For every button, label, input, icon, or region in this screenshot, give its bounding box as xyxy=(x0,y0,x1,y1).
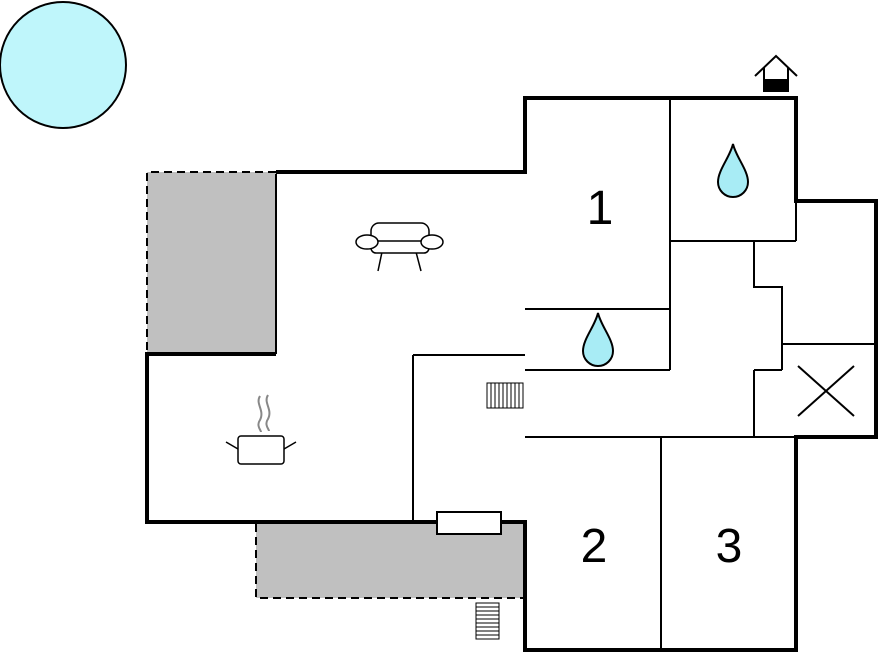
interior-walls xyxy=(275,99,876,648)
sofa-icon xyxy=(355,222,444,272)
water-drop-icon xyxy=(716,143,750,198)
terrace-upper-left-edge xyxy=(146,171,276,354)
stairs-icon xyxy=(486,382,524,409)
bedroom-1-number: 1 xyxy=(587,182,614,235)
cross-icon xyxy=(797,365,855,417)
exterior-walls xyxy=(145,96,878,652)
terrace-bottom xyxy=(256,524,525,598)
cooking-pot-icon xyxy=(225,394,297,465)
bedroom-2-number: 2 xyxy=(581,520,608,573)
water-drop-icon xyxy=(581,312,615,367)
house-entrance-icon xyxy=(754,54,798,92)
fireplace-icon xyxy=(436,511,502,535)
pool-icon xyxy=(0,1,127,129)
bedroom-3-number: 3 xyxy=(716,520,743,573)
stairs-icon xyxy=(475,602,500,640)
terrace-upper-left xyxy=(147,172,276,354)
terrace-bottom-edge xyxy=(255,524,525,599)
